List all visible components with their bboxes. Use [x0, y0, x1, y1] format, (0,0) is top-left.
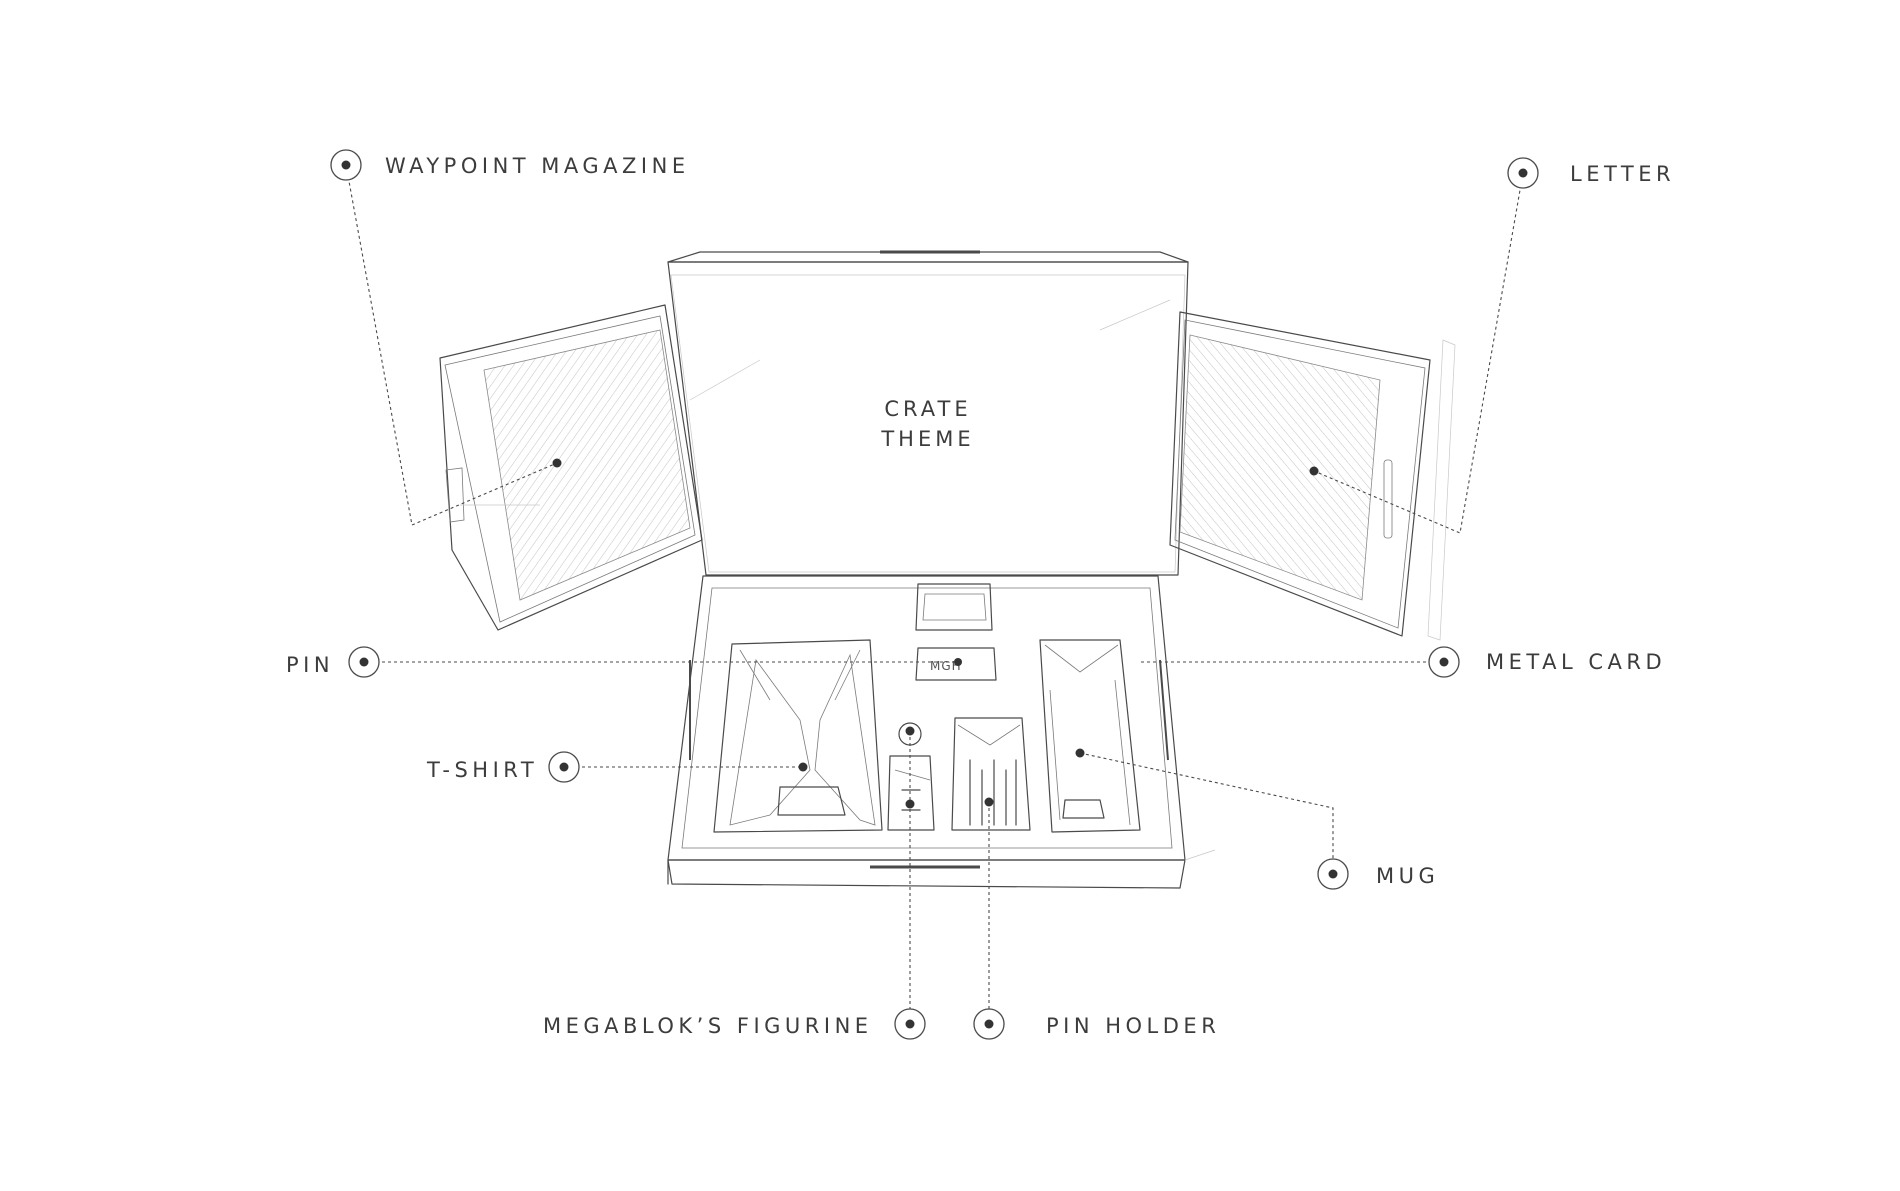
left-flap [439, 304, 703, 631]
mug-label[interactable]: MUG [1376, 864, 1440, 888]
megablok-figurine-marker[interactable] [894, 726, 926, 1040]
crate-theme-label: CRATE THEME [848, 394, 1008, 454]
tshirt-insert [713, 639, 883, 833]
leader-lines [345, 164, 1524, 1022]
figurine-insert [887, 722, 935, 831]
pin-holder-marker[interactable] [973, 797, 1005, 1040]
box-tray [667, 575, 1216, 889]
letter-marker[interactable] [1309, 157, 1539, 476]
waypoint-magazine-label[interactable]: WAYPOINT MAGAZINE [385, 154, 690, 178]
box-lid [667, 250, 1189, 576]
pin-marker[interactable] [348, 646, 380, 678]
tshirt-marker[interactable] [548, 751, 808, 783]
waypoint-magazine-marker[interactable] [330, 149, 562, 468]
letter-label[interactable]: LETTER [1570, 162, 1676, 186]
crate-theme-line1: CRATE [884, 397, 972, 421]
metal-card-insert: MGH [915, 583, 997, 681]
crate-theme-line2: THEME [881, 427, 975, 451]
pin-holder-insert [951, 717, 1031, 831]
mug-marker[interactable] [1075, 748, 1349, 890]
megablok-figurine-label[interactable]: MEGABLOK’S FIGURINE [543, 1014, 873, 1038]
pin-label[interactable]: PIN [286, 653, 335, 677]
tshirt-label[interactable]: T-SHIRT [427, 758, 539, 782]
mug-insert [1039, 639, 1141, 833]
right-flap [1169, 311, 1456, 641]
metal-card-label[interactable]: METAL CARD [1486, 650, 1667, 674]
metal-card-marker[interactable] [954, 646, 1460, 678]
pin-holder-label[interactable]: PIN HOLDER [1046, 1014, 1221, 1038]
